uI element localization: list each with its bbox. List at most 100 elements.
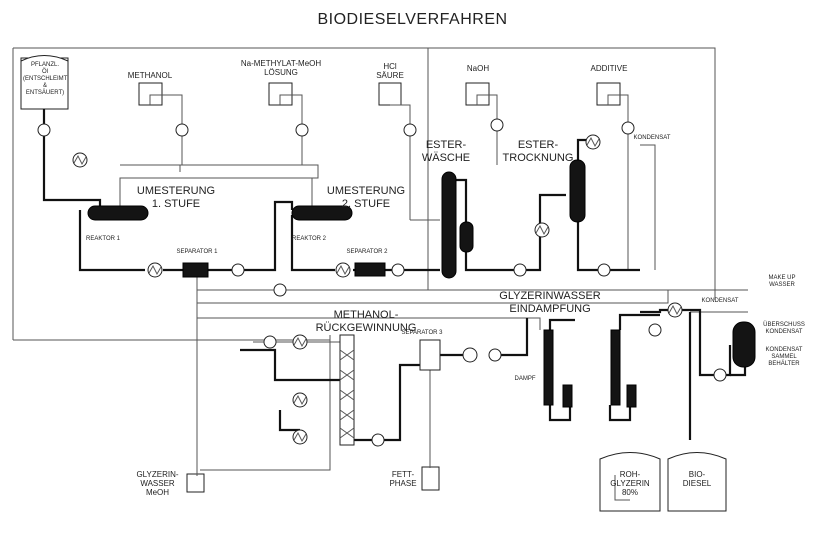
evaporator-1-separator xyxy=(562,384,573,408)
feed-tanks xyxy=(20,55,727,512)
column-reflux-line xyxy=(240,348,347,410)
separator-3-vessel xyxy=(419,339,441,371)
roh-glyzerin-label: ROH- GLYZERIN 80% xyxy=(610,470,650,497)
recovery-pump-icon xyxy=(263,335,277,349)
reactor1-heat-exchanger-icon xyxy=(148,264,162,276)
reaktor-1-vessel xyxy=(87,205,149,221)
reaktor-2-vessel xyxy=(291,205,353,221)
glycerin-collect-line xyxy=(196,277,445,291)
ester-trocknung-label: ESTER- TROCKNUNG xyxy=(502,139,574,164)
additive-pump-icon xyxy=(621,121,635,135)
frame-line-right xyxy=(428,47,716,300)
separator1-to-reactor2-line xyxy=(208,200,294,272)
make-up-wasser-label: MAKE UP WASSER xyxy=(768,275,796,288)
pflanzenoel-label: PFLANZL. Öl (ENTSCHLEIMT & ENTSÄUERT) xyxy=(23,62,68,96)
methanol-pump-icon xyxy=(175,123,189,137)
reaktor-2-label: REAKTOR 2 xyxy=(292,236,326,242)
wash-to-dryer-line xyxy=(464,193,566,272)
additive-label: ADDITIVE xyxy=(590,64,628,73)
packing-line xyxy=(339,409,355,421)
collector-outlet-line xyxy=(730,365,747,377)
column-condenser-icon xyxy=(293,394,307,406)
na-methylat-label: Na-METHYLAT-MeOH LÖSUNG xyxy=(240,59,322,77)
wash-pump-icon xyxy=(513,263,527,277)
packing-line xyxy=(339,427,355,439)
frame-lines xyxy=(12,47,716,341)
additive-feed-line xyxy=(607,94,629,270)
na-methylat-pump-icon xyxy=(295,123,309,137)
frame-line-top xyxy=(13,47,715,291)
column-reboiler-icon xyxy=(293,431,307,443)
packing-line xyxy=(339,349,355,361)
oil-feed-line xyxy=(42,109,102,212)
evaporator-1-column xyxy=(543,329,554,406)
umesterung-1-label: UMESTERUNG 1. STUFE xyxy=(136,185,216,210)
methanol-bottom-line xyxy=(200,335,331,471)
separator-1-label: SEPARATOR 1 xyxy=(176,249,218,255)
wash-top-line xyxy=(456,178,468,222)
dampf-label: DAMPF xyxy=(514,376,536,382)
ester-waesche-label: ESTER- WÄSCHE xyxy=(421,139,471,164)
roh-glyzerin-line xyxy=(614,475,630,501)
kondensat-to-collector-line xyxy=(640,308,732,377)
kondensat-sammelbehaelter xyxy=(732,321,756,368)
kondensat-pump-icon xyxy=(713,368,727,382)
packing-line xyxy=(339,389,355,401)
umesterung-2-label: UMESTERUNG 2. STUFE xyxy=(326,185,406,210)
kondensat-right-label: KONDENSAT xyxy=(701,298,739,304)
dryer-heat-exchanger-icon xyxy=(535,224,549,236)
fettphase-label: FETT- PHASE xyxy=(389,470,417,488)
pumps xyxy=(37,118,727,447)
reactor2-outlet-line xyxy=(290,215,335,272)
column-to-separator3-line xyxy=(343,363,420,442)
packing-line xyxy=(339,369,355,381)
glyzerinwasser-eindampfung-label: GLYZERINWASSER EINDAMPFUNG xyxy=(499,290,601,315)
mixer-vessel xyxy=(462,347,478,363)
kondensat-line xyxy=(640,144,656,270)
glyzerinwasser-tank xyxy=(186,473,205,493)
glycerin-pump-icon xyxy=(273,283,287,297)
oil-heat-exchanger-icon xyxy=(73,154,87,166)
kondensat-top-label: KONDENSAT xyxy=(633,135,671,141)
ester-trocknung-vessel xyxy=(569,159,586,223)
dryer-condenser-icon xyxy=(586,136,600,148)
hcl-feed-line xyxy=(390,104,411,220)
column-packing xyxy=(339,349,355,439)
biodiesel-label: BIO- DIESEL xyxy=(682,470,712,488)
glyzerin-wasser-label: GLYZERIN- WASSER MeOH xyxy=(136,470,179,497)
recovery-heat-exchanger-icon xyxy=(293,336,307,348)
oil-pump-icon xyxy=(37,123,51,137)
reaktor-1-label: REAKTOR 1 xyxy=(86,236,120,242)
reactor-distribution-line xyxy=(119,164,319,210)
evap1-top-line xyxy=(548,318,575,330)
reactor1-outlet-line xyxy=(78,210,145,272)
evap-feed-line xyxy=(500,318,529,357)
separator-2-label: SEPARATOR 2 xyxy=(346,249,388,255)
hcl-label: HCl SÄURE xyxy=(376,62,404,80)
separator-3-label: SEPARATOR 3 xyxy=(401,330,443,336)
vessels xyxy=(87,159,756,446)
column-heater-loop xyxy=(278,410,300,432)
column-pump-icon xyxy=(371,433,385,447)
biodiesel-tank xyxy=(667,452,727,512)
evap-pump-icon xyxy=(648,323,662,337)
naoh-label: NaOH xyxy=(466,64,490,73)
methanol-label: METHANOL xyxy=(127,71,173,80)
naoh-pump-icon xyxy=(490,118,504,132)
pflanzenoel-tank xyxy=(20,57,69,110)
separator2-pump-icon xyxy=(391,263,405,277)
separator1-pump-icon xyxy=(231,263,245,277)
ueberschuss-kondensat-label: ÜBERSCHUSS KONDENSAT xyxy=(763,322,805,335)
mixer-pump-icon xyxy=(488,348,502,362)
separator-2-vessel xyxy=(354,262,386,277)
evaporator-2-column xyxy=(610,329,621,406)
methanol-return-line xyxy=(197,290,669,304)
separator-1-vessel xyxy=(182,262,209,278)
hcl-pump-icon xyxy=(403,123,417,137)
kondensat-sammel-label: KONDENSAT SAMMEL BEHÄLTER xyxy=(765,347,803,367)
evap-heat-exchanger-icon xyxy=(668,304,682,316)
hcl-tank xyxy=(378,82,402,106)
pflanzenoel-tank-dome xyxy=(20,55,69,62)
methanol-rueckgewinnung-label: METHANOL- RÜCKGEWINNUNG xyxy=(315,309,417,334)
